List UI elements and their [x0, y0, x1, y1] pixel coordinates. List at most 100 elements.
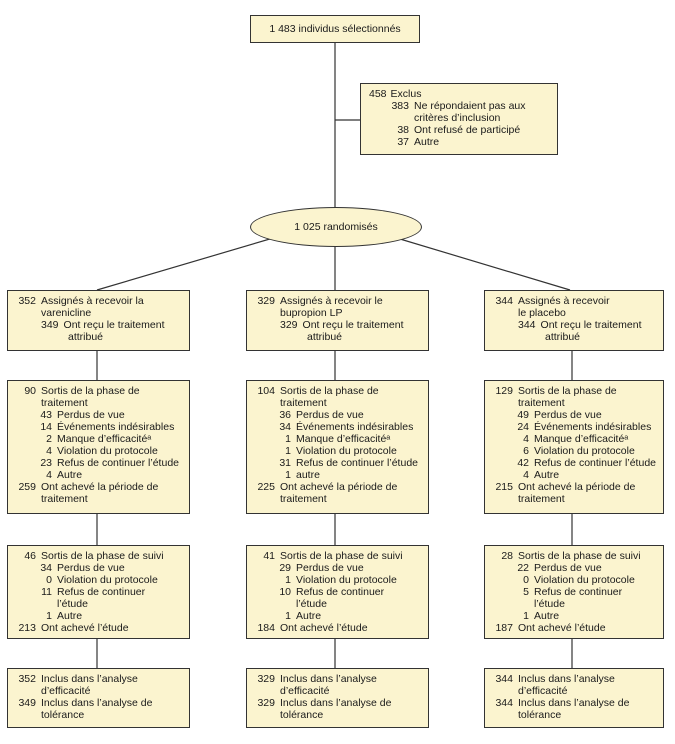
excluded-item-label-cont: critères d’inclusion — [414, 112, 501, 124]
excluded-item-label: Ont refusé de participé — [414, 124, 521, 136]
reason-label: Violation du protocole — [534, 574, 635, 586]
received-count: 344 — [518, 319, 536, 331]
reason-label: Violation du protocole — [57, 445, 158, 457]
reason-count: 24 — [517, 421, 529, 433]
withdrawn-label: Sortis de la phase de suivi — [518, 550, 641, 562]
assign-label: Assignés à recevoir — [518, 295, 610, 307]
completed-label: Ont achevé l’étude — [280, 622, 368, 634]
reason-label: Violation du protocole — [57, 574, 158, 586]
excluded-item-count: 37 — [397, 136, 409, 148]
reason-label: Perdus de vue — [296, 562, 364, 574]
reason-count: 0 — [523, 574, 529, 586]
reason-count: 36 — [279, 409, 291, 421]
reason-count: 4 — [523, 433, 529, 445]
excluded-title: Exclus — [390, 88, 422, 100]
reason-label: Manque d’efficacitéᵃ — [57, 433, 152, 445]
reason-label: Autre — [534, 469, 560, 481]
reason-label: Autre — [534, 610, 560, 622]
efficacy-label-cont: d’efficacité — [518, 685, 568, 697]
reason-label: Autre — [57, 469, 83, 481]
received-label: Ont reçu le traitement — [540, 319, 642, 331]
efficacy-label-cont: d’efficacité — [280, 685, 330, 697]
reason-label: Violation du protocole — [296, 445, 397, 457]
connector-randomized-arm1 — [96, 235, 281, 291]
reason-count: 2 — [46, 433, 52, 445]
reason-label: Perdus de vue — [534, 562, 602, 574]
received-label: Ont reçu le traitement — [63, 319, 165, 331]
reason-count: 1 — [285, 610, 291, 622]
reason-count: 31 — [279, 457, 291, 469]
received-label: Ont reçu le traitement — [302, 319, 404, 331]
received-count: 349 — [41, 319, 59, 331]
tolerance-label: Inclus dans l’analyse de — [280, 697, 392, 709]
randomized-label: 1 025 randomisés — [294, 221, 378, 233]
efficacy-count: 329 — [257, 673, 275, 685]
reason-count: 10 — [279, 586, 291, 598]
assign-label: Assignés à recevoir la — [41, 295, 144, 307]
reason-label: Manque d’efficacitéᵃ — [534, 433, 629, 445]
reason-label-cont: l’étude — [534, 598, 565, 610]
excluded-item-count: 383 — [391, 100, 409, 112]
excluded-item-count: 38 — [397, 124, 409, 136]
completed-label-cont: traitement — [280, 493, 327, 505]
reason-label: Refus de continuer — [57, 586, 146, 598]
reason-label: Manque d’efficacitéᵃ — [296, 433, 391, 445]
completed-count: 259 — [18, 481, 36, 493]
reason-count: 0 — [46, 574, 52, 586]
withdrawn-label: Sortis de la phase de — [518, 385, 617, 397]
withdrawn-label: Sortis de la phase de — [41, 385, 140, 397]
reason-count: 49 — [517, 409, 529, 421]
received-label-cont: attribué — [68, 331, 104, 343]
completed-count: 213 — [18, 622, 36, 634]
withdrawn-label-cont: traitement — [41, 397, 88, 409]
reason-count: 4 — [523, 469, 529, 481]
reason-label: Refus de continuer — [534, 586, 623, 598]
reason-label: Événements indésirables — [534, 421, 652, 433]
reason-count: 1 — [523, 610, 529, 622]
reason-count: 1 — [285, 469, 291, 481]
excluded-count: 458 — [369, 88, 387, 100]
tolerance-count: 344 — [495, 697, 513, 709]
reason-label: Perdus de vue — [296, 409, 364, 421]
reason-count: 29 — [279, 562, 291, 574]
completed-count: 215 — [495, 481, 513, 493]
reason-count: 43 — [40, 409, 52, 421]
withdrawn-label-cont: traitement — [280, 397, 327, 409]
reason-label: Perdus de vue — [57, 409, 125, 421]
completed-count: 187 — [495, 622, 513, 634]
assign-label-cont: bupropion LP — [280, 307, 343, 319]
assign-count: 329 — [257, 295, 275, 307]
withdrawn-count: 129 — [495, 385, 513, 397]
tolerance-label: Inclus dans l’analyse de — [518, 697, 630, 709]
withdrawn-count: 46 — [24, 550, 36, 562]
reason-label: Autre — [57, 610, 83, 622]
reason-count: 1 — [285, 574, 291, 586]
completed-label: Ont achevé l’étude — [518, 622, 606, 634]
reason-label: Refus de continuer l’étude — [296, 457, 418, 469]
excluded-item-label: Ne répondaient pas aux — [414, 100, 526, 112]
completed-label-cont: traitement — [41, 493, 88, 505]
reason-count: 11 — [41, 586, 52, 598]
completed-label: Ont achevé la période de — [41, 481, 159, 493]
withdrawn-label-cont: traitement — [518, 397, 565, 409]
selected-label: 1 483 individus sélectionnés — [269, 23, 401, 35]
withdrawn-count: 104 — [257, 385, 275, 397]
reason-count: 14 — [40, 421, 52, 433]
reason-count: 5 — [523, 586, 529, 598]
withdrawn-count: 90 — [24, 385, 36, 397]
received-count: 329 — [280, 319, 298, 331]
reason-label: Autre — [296, 610, 322, 622]
tolerance-label: Inclus dans l’analyse de — [41, 697, 153, 709]
tolerance-label-cont: tolérance — [518, 709, 562, 721]
efficacy-label: Inclus dans l’analyse — [280, 673, 377, 685]
reason-label: Refus de continuer l’étude — [534, 457, 656, 469]
